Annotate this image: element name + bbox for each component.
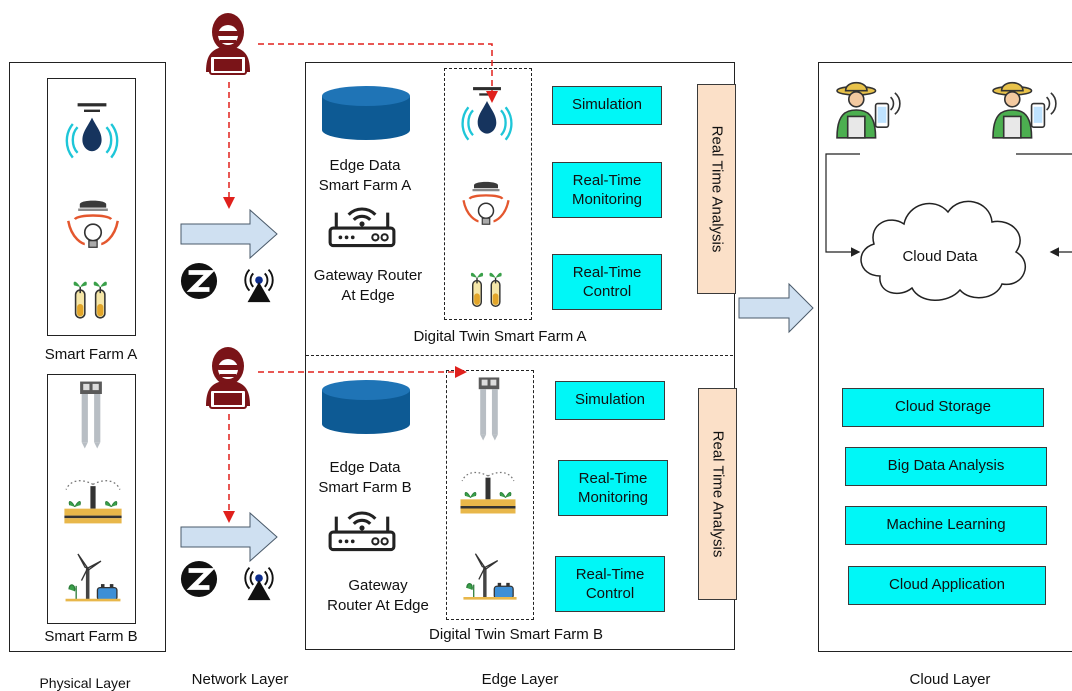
database-icon bbox=[320, 378, 412, 436]
real-time-analysis-a: Real Time Analysis bbox=[697, 84, 736, 294]
edge-layer-panel bbox=[305, 62, 735, 650]
block-arrow-network-b bbox=[180, 511, 278, 563]
smart-farm-b-label: Smart Farm B bbox=[44, 628, 138, 645]
router-icon bbox=[326, 200, 398, 250]
simulation-a-box: Simulation bbox=[552, 86, 662, 125]
cloud-application-box: Cloud Application bbox=[848, 566, 1046, 605]
cloud-layer-panel bbox=[818, 62, 1072, 652]
physical-layer-title: Physical Layer bbox=[39, 675, 131, 691]
monitoring-b-box: Real-Time Monitoring bbox=[558, 460, 668, 516]
zigbee-icon bbox=[180, 262, 218, 300]
plant-tube-icon bbox=[464, 262, 510, 312]
router-icon bbox=[326, 504, 398, 554]
block-arrow-network-a bbox=[180, 208, 278, 260]
farmer-phone-icon bbox=[988, 80, 1058, 140]
real-time-analysis-b-label: Real Time Analysis bbox=[709, 430, 726, 558]
edge-divider bbox=[306, 355, 733, 356]
machine-learning-box: Machine Learning bbox=[845, 506, 1047, 545]
zigbee-icon bbox=[180, 560, 218, 598]
database-icon bbox=[320, 84, 412, 142]
gateway-b-label: Gateway Router At Edge bbox=[327, 577, 429, 614]
soil-probe-icon bbox=[75, 380, 107, 450]
smart-farm-a-label: Smart Farm A bbox=[44, 346, 138, 363]
light-sensor-icon bbox=[60, 196, 126, 254]
edge-layer-title: Edge Layer bbox=[481, 671, 559, 688]
digital-twin-a-label: Digital Twin Smart Farm A bbox=[413, 328, 587, 345]
digital-twin-b-box bbox=[446, 370, 534, 620]
light-sensor-icon bbox=[456, 176, 516, 232]
farmer-phone-icon bbox=[832, 80, 902, 140]
digital-twin-b-label: Digital Twin Smart Farm B bbox=[429, 626, 603, 643]
monitoring-a-box: Real-Time Monitoring bbox=[552, 162, 662, 218]
edge-data-b-label: Edge Data Smart Farm B bbox=[318, 459, 412, 496]
network-layer-title: Network Layer bbox=[191, 671, 289, 688]
block-arrow-edge-cloud bbox=[738, 282, 814, 334]
plant-tube-icon bbox=[66, 270, 116, 324]
cloud-data-label: Cloud Data bbox=[902, 248, 978, 265]
water-sensor-icon bbox=[60, 100, 124, 164]
hacker-icon bbox=[198, 10, 258, 80]
cloud-storage-box: Cloud Storage bbox=[842, 388, 1044, 427]
gateway-a-label: Gateway Router At Edge bbox=[313, 267, 423, 304]
real-time-analysis-a-label: Real Time Analysis bbox=[708, 125, 725, 253]
cloud-icon bbox=[860, 200, 1027, 301]
control-b-box: Real-Time Control bbox=[555, 556, 665, 612]
antenna-icon bbox=[238, 560, 280, 602]
water-sensor-icon bbox=[456, 84, 518, 146]
hacker-icon bbox=[198, 344, 258, 414]
irrigation-icon bbox=[456, 466, 520, 516]
wind-turbine-icon bbox=[62, 550, 124, 604]
cloud-layer-title: Cloud Layer bbox=[909, 671, 991, 688]
antenna-icon bbox=[238, 262, 280, 304]
wind-turbine-icon bbox=[460, 550, 520, 602]
real-time-analysis-b: Real Time Analysis bbox=[698, 388, 737, 600]
edge-data-a-label: Edge Data Smart Farm A bbox=[318, 157, 412, 194]
big-data-analysis-box: Big Data Analysis bbox=[845, 447, 1047, 486]
control-a-box: Real-Time Control bbox=[552, 254, 662, 310]
soil-probe-icon bbox=[474, 376, 504, 442]
simulation-b-box: Simulation bbox=[555, 381, 665, 420]
irrigation-icon bbox=[60, 474, 126, 526]
